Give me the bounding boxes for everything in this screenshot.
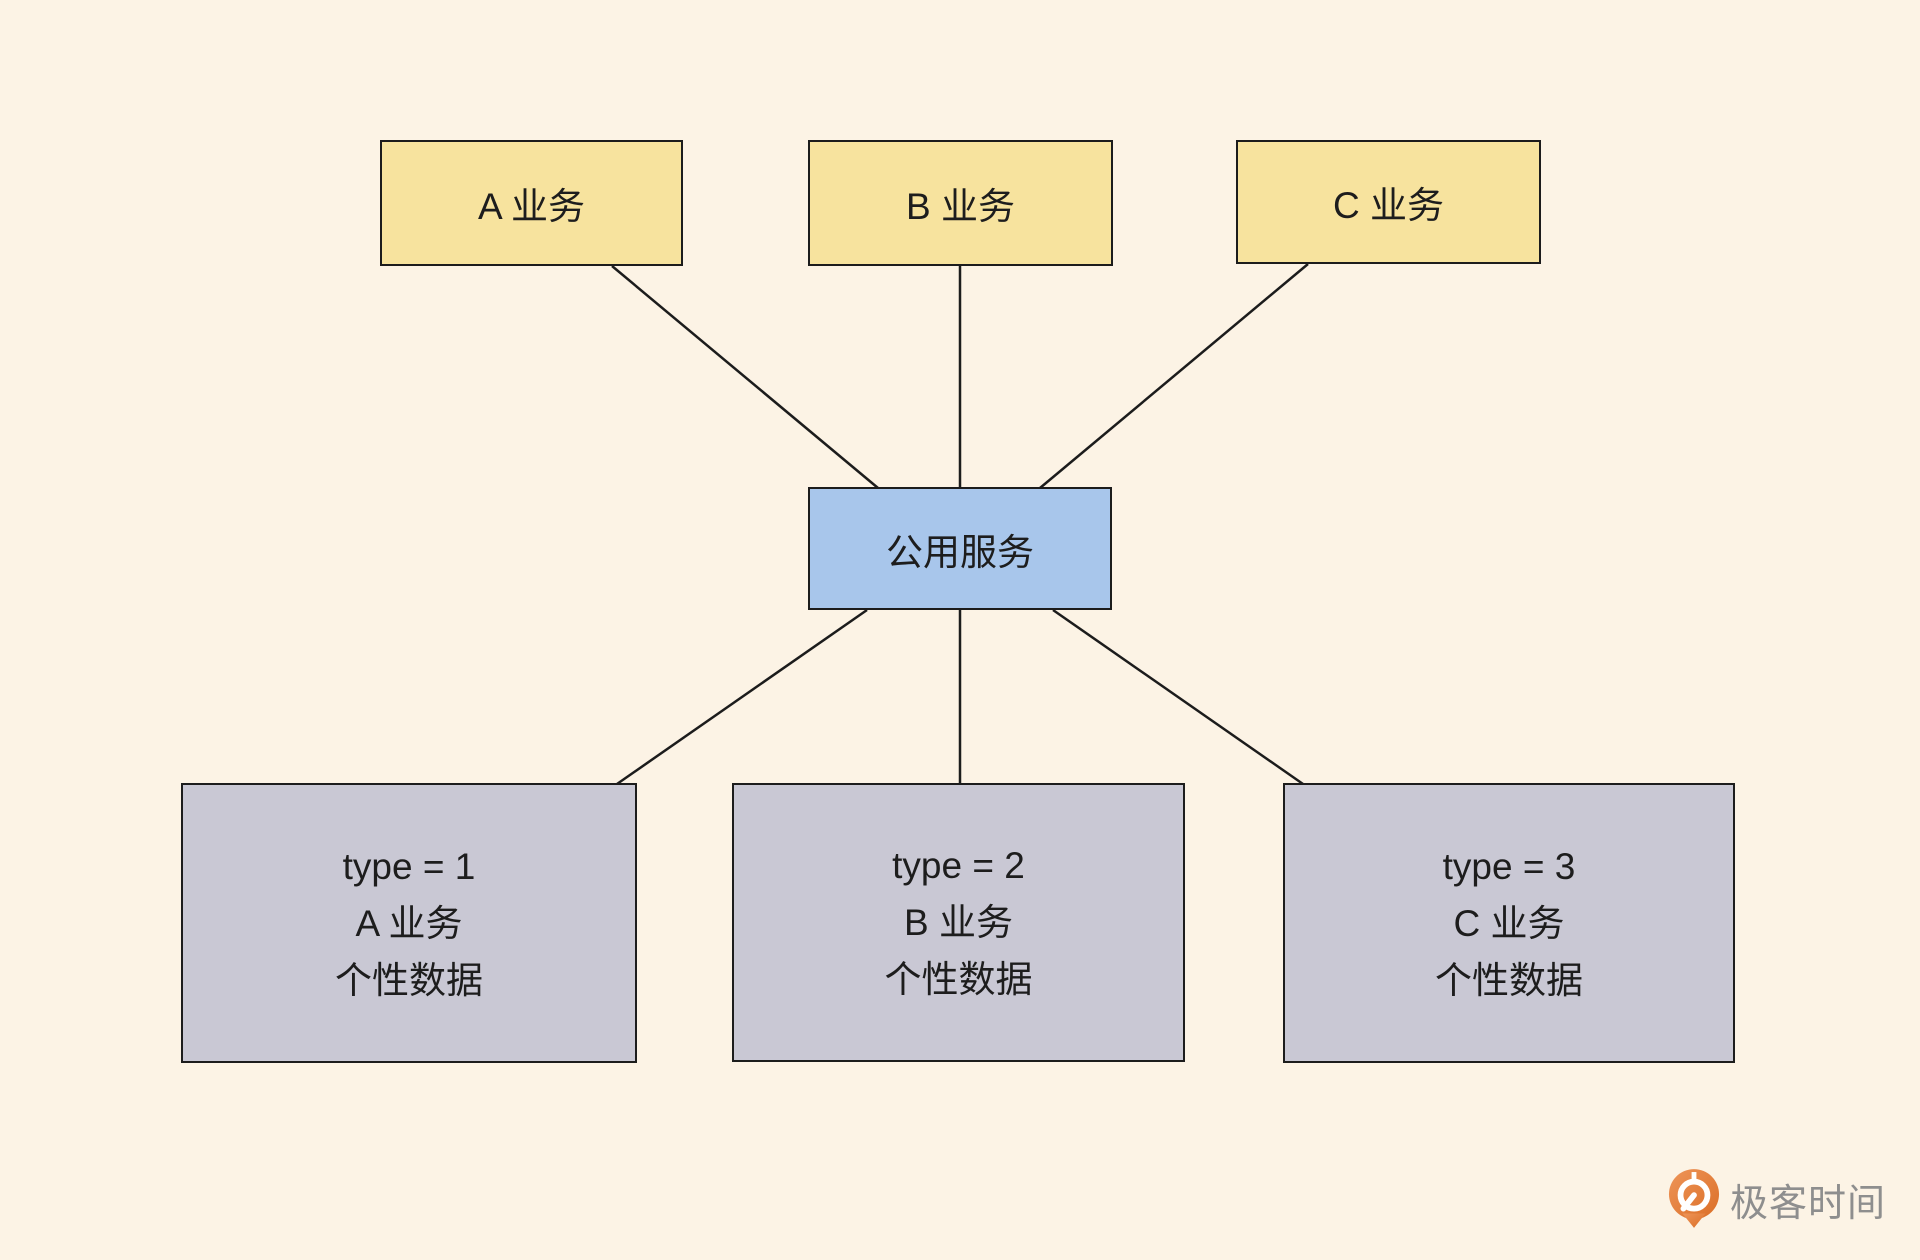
node-type-3-data: type = 3 C 业务 个性数据 bbox=[1283, 783, 1735, 1063]
node-business-b-label: B 业务 bbox=[906, 186, 1015, 227]
node-business-c: C 业务 bbox=[1236, 140, 1541, 264]
node-type-1-line-2: A 业务 bbox=[355, 902, 463, 944]
edge-common-to-type3 bbox=[1052, 608, 1304, 786]
edge-common-to-type1 bbox=[616, 608, 868, 786]
node-type-3-line-3: 个性数据 bbox=[1435, 959, 1583, 1001]
edge-a-to-common bbox=[611, 265, 879, 489]
node-business-a: A 业务 bbox=[380, 140, 683, 266]
node-business-b: B 业务 bbox=[808, 140, 1113, 266]
node-type-2-line-3: 个性数据 bbox=[884, 959, 1033, 1000]
node-type-1-data: type = 1 A 业务 个性数据 bbox=[181, 783, 637, 1063]
node-business-c-label: C 业务 bbox=[1333, 185, 1444, 226]
geektime-logo-icon bbox=[1668, 1169, 1720, 1228]
edge-c-to-common bbox=[1039, 263, 1309, 489]
node-common-service-label: 公用服务 bbox=[886, 531, 1034, 573]
node-type-3-line-2: C 业务 bbox=[1453, 902, 1565, 944]
node-type-2-line-2: B 业务 bbox=[904, 902, 1013, 943]
node-type-2-data: type = 2 B 业务 个性数据 bbox=[732, 783, 1185, 1062]
node-business-a-label: A 业务 bbox=[478, 186, 585, 227]
geektime-logo-text: 极客时间 bbox=[1730, 1182, 1887, 1225]
geektime-watermark: 极客时间 bbox=[1668, 1168, 1886, 1230]
node-type-1-line-3: 个性数据 bbox=[335, 959, 483, 1001]
node-common-service: 公用服务 bbox=[808, 487, 1112, 610]
node-type-1-line-1: type = 1 bbox=[342, 845, 476, 887]
node-type-3-line-1: type = 3 bbox=[1442, 845, 1576, 887]
node-type-2-line-1: type = 2 bbox=[892, 845, 1025, 886]
